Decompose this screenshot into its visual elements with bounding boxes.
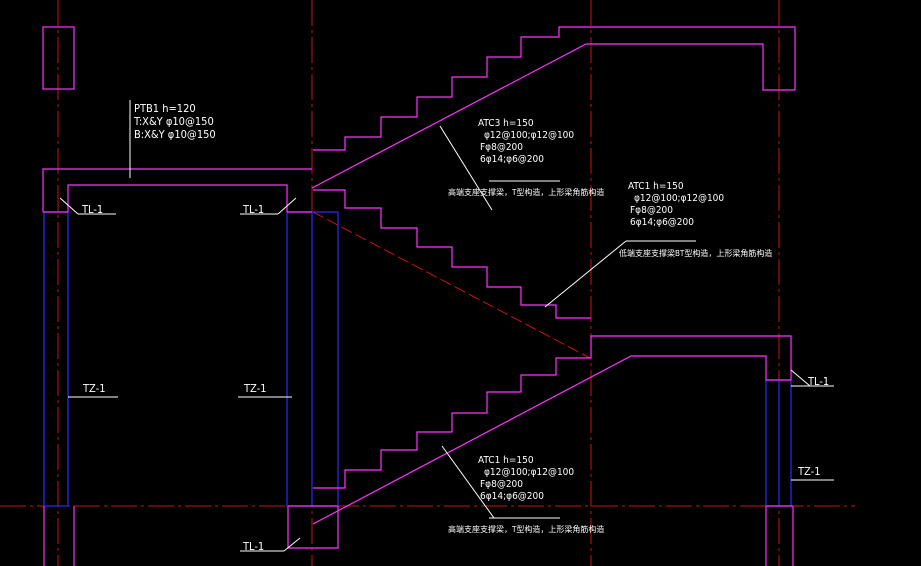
ptb1-line-2: T:X&Y φ10@150 [134, 115, 214, 128]
atc3-note: 高端支座支撑梁，T型构造，上形梁角筋构造 [448, 188, 605, 197]
ptb1-line-1: PTB1 h=120 [134, 102, 196, 115]
hidden-flight-line [312, 211, 591, 359]
atc1-lower-line-1: ATC1 h=150 [478, 455, 534, 466]
atc1-upper-line-3: Fφ8@200 [630, 205, 673, 216]
leader-lines [59, 100, 834, 552]
tz-mid-label: TZ-1 [244, 382, 267, 395]
atc1-lower-note: 高端支座支撑梁，T型构造，上形梁角筋构造 [448, 525, 605, 534]
axis-lines [0, 0, 855, 566]
atc1-upper-label: ATC1 h=150 φ12@100;φ12@100 Fφ8@200 6φ14;… [628, 181, 724, 229]
tl-bottom-label: TL-1 [243, 540, 265, 553]
atc3-line-1: ATC3 h=150 [478, 118, 534, 129]
atc1-upper-note: 低端支座支撑梁BT型构造，上形梁角筋构造 [619, 249, 773, 258]
tl-right-label: TL-1 [808, 375, 830, 388]
atc1-lower-line-4: 6φ14;φ6@200 [480, 491, 544, 502]
atc1-lower-label: ATC1 h=150 φ12@100;φ12@100 Fφ8@200 6φ14;… [478, 455, 574, 503]
tz-left-label: TZ-1 [83, 382, 106, 395]
atc3-line-3: Fφ8@200 [480, 142, 523, 153]
tl-mid-label: TL-1 [243, 203, 265, 216]
atc1-upper-line-4: 6φ14;φ6@200 [630, 217, 694, 228]
ptb1-line-3: B:X&Y φ10@150 [134, 128, 216, 141]
atc1-lower-line-2: φ12@100;φ12@100 [484, 467, 575, 478]
ptb1-label: PTB1 h=120 T:X&Y φ10@150 B:X&Y φ10@150 [134, 102, 216, 141]
atc1-upper-line-2: φ12@100;φ12@100 [634, 193, 725, 204]
atc3-line-2: φ12@100;φ12@100 [484, 130, 575, 141]
tl-left-label: TL-1 [82, 203, 104, 216]
tz-right-label: TZ-1 [798, 465, 821, 478]
structure-outline [42, 26, 796, 566]
atc1-lower-line-3: Fφ8@200 [480, 479, 523, 490]
atc1-upper-line-1: ATC1 h=150 [628, 181, 684, 192]
atc3-label: ATC3 h=150 φ12@100;φ12@100 Fφ8@200 6φ14;… [478, 118, 574, 166]
atc3-line-4: 6φ14;φ6@200 [480, 154, 544, 165]
